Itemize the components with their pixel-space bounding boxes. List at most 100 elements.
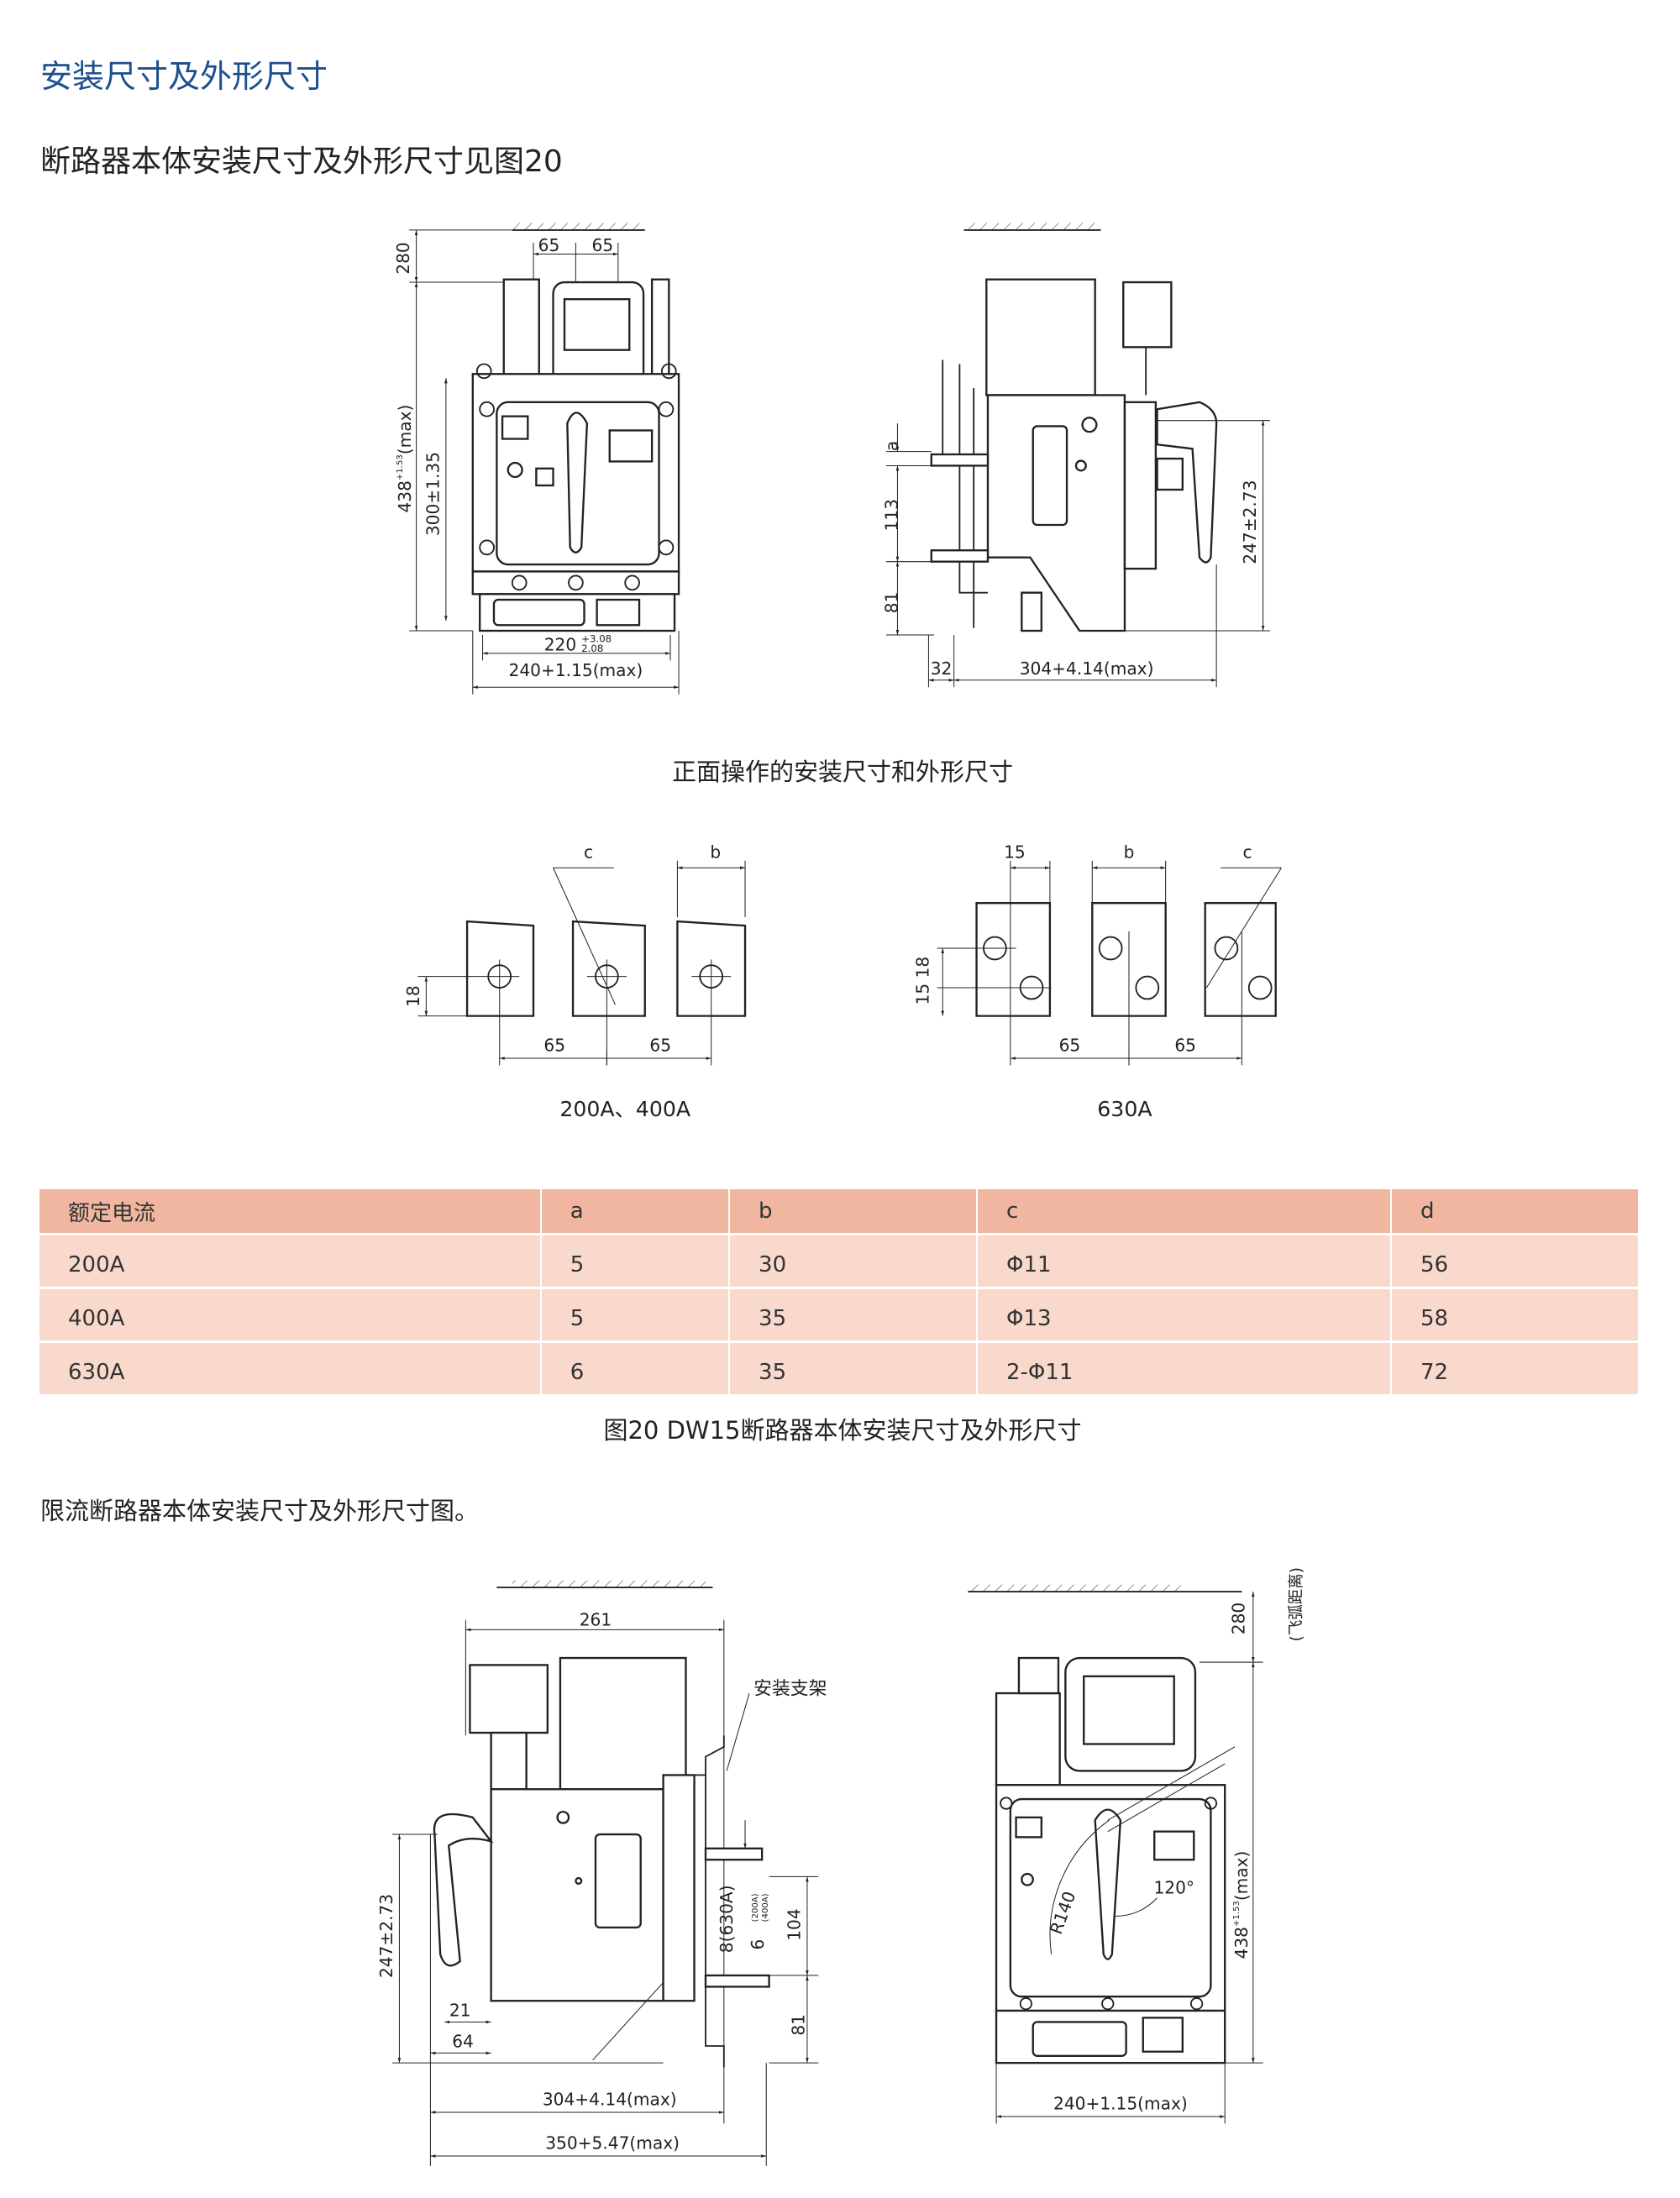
limit-breaker-side-view: 261 安装支架 247±2.73 21 64 8(630A) 6 (200A)… — [376, 1580, 827, 2166]
cell: 35 — [730, 1289, 978, 1340]
top-fixture — [1122, 281, 1173, 349]
cell: Φ11 — [978, 1235, 1392, 1287]
label-630a: 630A — [1097, 1097, 1152, 1121]
handle-lever — [566, 412, 589, 553]
dim-280: 280 — [1229, 1603, 1249, 1634]
section-title: 安装尺寸及外形尺寸 — [40, 58, 328, 95]
header-a: a — [541, 1189, 731, 1233]
terminal-drawing-200a-400a: c b 18 65 65 200A、400A — [403, 842, 747, 1121]
table-header-row: 额定电流 a b c d — [39, 1189, 1640, 1233]
limit-breaker-front-view: 280 (飞弧距离) R140 120° 438+1.53(max) 240+1… — [968, 1567, 1305, 2124]
svg-text:438+1.53(max): 438+1.53(max) — [395, 405, 415, 513]
dim-8-630a: 8(630A) — [717, 1885, 737, 1953]
dim-65: 65 — [592, 235, 614, 255]
cell: 400A — [39, 1289, 542, 1340]
cell: 35 — [730, 1343, 978, 1394]
label-200a-400a: 200A、400A — [559, 1097, 691, 1121]
dim-350: 350+5.47(max) — [545, 2133, 680, 2153]
side-handle — [1156, 401, 1218, 564]
front-view-caption: 正面操作的安装尺寸和外形尺寸 — [671, 758, 1014, 786]
dim-438: 438 — [1231, 1927, 1252, 1959]
dim-438-max: (max) — [395, 405, 415, 455]
dim-65: 65 — [1174, 1036, 1196, 1056]
dim-220-upper: +3.08 — [581, 632, 612, 644]
bracket-label: 安装支架 — [753, 1679, 827, 1700]
cell: 72 — [1392, 1343, 1640, 1394]
dim-438: 438 — [395, 480, 415, 512]
dim-280: 280 — [393, 242, 413, 274]
dim-32: 32 — [931, 658, 953, 679]
dim-304: 304+4.14(max) — [543, 2090, 677, 2110]
section2-title: 限流断路器本体安装尺寸及外形尺寸图。 — [40, 1497, 480, 1525]
cell: 5 — [541, 1289, 731, 1340]
dim-6-note-400a: (400A) — [761, 1893, 770, 1922]
svg-text:438+1.53(max): 438+1.53(max) — [1231, 1851, 1252, 1959]
dim-21: 21 — [449, 2001, 471, 2021]
dim-6: 6 — [748, 1939, 768, 1950]
section-subtitle: 断路器本体安装尺寸及外形尺寸见图20 — [40, 144, 563, 179]
header-d: d — [1392, 1189, 1640, 1233]
dim-113: 113 — [881, 499, 901, 531]
dim-304: 304+4.14(max) — [1020, 658, 1154, 679]
dim-65: 65 — [649, 1036, 671, 1056]
side-view-drawing: a 113 81 247±2.73 32 304+4.14(max) — [881, 223, 1270, 688]
dim-247: 247±2.73 — [376, 1894, 396, 1978]
dim-220-lower: 2.08 — [581, 643, 603, 654]
dim-65: 65 — [538, 235, 560, 255]
dim-438-max: (max) — [1231, 1851, 1252, 1902]
dim-65: 65 — [1059, 1036, 1081, 1056]
dim-247: 247±2.73 — [1240, 480, 1260, 564]
cell: 56 — [1392, 1235, 1640, 1287]
cell: 200A — [39, 1235, 542, 1287]
dim-b: b — [1124, 842, 1135, 862]
cell: 30 — [730, 1235, 978, 1287]
dim-104: 104 — [785, 1908, 805, 1940]
dim-81: 81 — [881, 592, 901, 614]
dim-c: c — [584, 842, 593, 862]
dim-c: c — [1243, 842, 1252, 862]
arc-distance-label: (飞弧距离) — [1288, 1567, 1305, 1641]
angle-120: 120° — [1153, 1878, 1194, 1898]
dim-438-tolerance: +1.53 — [396, 454, 405, 480]
bracket-leader — [726, 1692, 750, 1771]
aux-block — [502, 278, 540, 380]
header-b: b — [730, 1189, 978, 1233]
dim-a: a — [881, 441, 901, 451]
cell: 630A — [39, 1343, 542, 1394]
coil-window — [563, 298, 631, 351]
dim-81: 81 — [789, 2014, 809, 2036]
dim-15-18: 15 18 — [912, 957, 932, 1005]
dim-300: 300±1.35 — [423, 452, 443, 536]
dim-15: 15 — [1004, 842, 1026, 862]
cell: 6 — [541, 1343, 731, 1394]
header-c: c — [978, 1189, 1392, 1233]
dim-240: 240+1.15(max) — [1053, 2094, 1188, 2114]
motor-box — [559, 1656, 687, 1791]
front-view-drawing: 280 65 65 438+1.53(max) 300±1.35 220 +3.… — [393, 223, 680, 695]
top-fixture — [469, 1664, 549, 1734]
ceiling-hatch — [512, 223, 645, 230]
dim-438-tolerance: +1.53 — [1232, 1901, 1242, 1927]
figure-caption: 图20 DW15断路器本体安装尺寸及外形尺寸 — [603, 1416, 1082, 1445]
header-rated-current: 额定电流 — [39, 1189, 542, 1233]
dim-18: 18 — [403, 985, 423, 1007]
cell: 2-Φ11 — [978, 1343, 1392, 1394]
cell: 58 — [1392, 1289, 1640, 1340]
dim-261: 261 — [580, 1609, 612, 1629]
cell: 5 — [541, 1235, 731, 1287]
side-handle — [433, 1812, 494, 1967]
dim-64: 64 — [452, 2032, 474, 2052]
dim-220: 220 — [544, 635, 576, 655]
handle-lever — [1094, 1808, 1122, 1960]
terminal-drawing-630a: 15 b c 15 18 65 65 630A — [912, 842, 1282, 1121]
dim-65: 65 — [543, 1036, 565, 1056]
dim-b: b — [710, 842, 721, 862]
cell: Φ13 — [978, 1289, 1392, 1340]
dim-240: 240+1.15(max) — [509, 660, 643, 680]
